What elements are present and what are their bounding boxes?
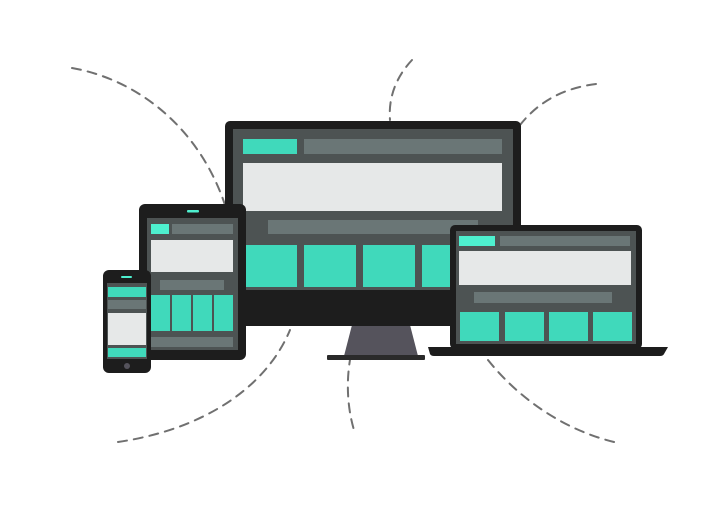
monitor-stand-base	[327, 355, 425, 360]
monitor-stand	[344, 325, 418, 356]
monitor-sub-bar	[268, 220, 478, 234]
dashed-curve-top-right	[519, 83, 597, 126]
dashed-curve-bottom-left	[117, 329, 291, 443]
tablet-bottom-edge	[147, 350, 238, 354]
phone-home-button	[124, 363, 130, 369]
laptop-tile	[460, 312, 499, 341]
laptop	[428, 225, 668, 356]
dashed-curve-top-center	[388, 59, 413, 121]
laptop-sub-bar	[474, 292, 612, 303]
dashed-curve-top-left	[71, 67, 226, 206]
phone-footer-block	[108, 348, 146, 357]
laptop-nav-bar	[500, 236, 630, 246]
dashed-curve-bottom-center	[346, 324, 361, 431]
laptop-logo-block	[459, 236, 495, 246]
desktop-monitor	[225, 121, 521, 360]
tablet-nav-bar	[172, 224, 233, 234]
tablet-footer-bar	[151, 337, 233, 347]
monitor-tile	[245, 245, 297, 287]
monitor-tile	[363, 245, 415, 287]
phone	[103, 270, 151, 373]
phone-nav-bar	[108, 300, 146, 309]
laptop-tile	[549, 312, 588, 341]
tablet	[139, 204, 246, 360]
phone-speaker	[121, 276, 132, 278]
laptop-base	[428, 347, 668, 356]
monitor-logo-block	[243, 139, 297, 154]
phone-hero-block	[108, 313, 146, 345]
tablet-sub-bar	[160, 280, 224, 290]
monitor-hero-block	[243, 163, 502, 211]
tablet-tile	[172, 295, 191, 331]
dashed-curves	[71, 59, 615, 443]
tablet-tile	[151, 295, 170, 331]
tablet-tile	[214, 295, 233, 331]
tablet-logo-block	[151, 224, 169, 234]
tablet-camera	[187, 210, 199, 213]
phone-header-block	[108, 287, 146, 297]
tablet-hero-block	[151, 240, 233, 272]
tablet-tile	[193, 295, 212, 331]
monitor-tile	[304, 245, 356, 287]
laptop-tile	[505, 312, 544, 341]
dashed-curve-bottom-right	[487, 359, 615, 443]
monitor-nav-bar	[304, 139, 502, 154]
laptop-hero-block	[459, 251, 631, 285]
laptop-tile	[593, 312, 632, 341]
